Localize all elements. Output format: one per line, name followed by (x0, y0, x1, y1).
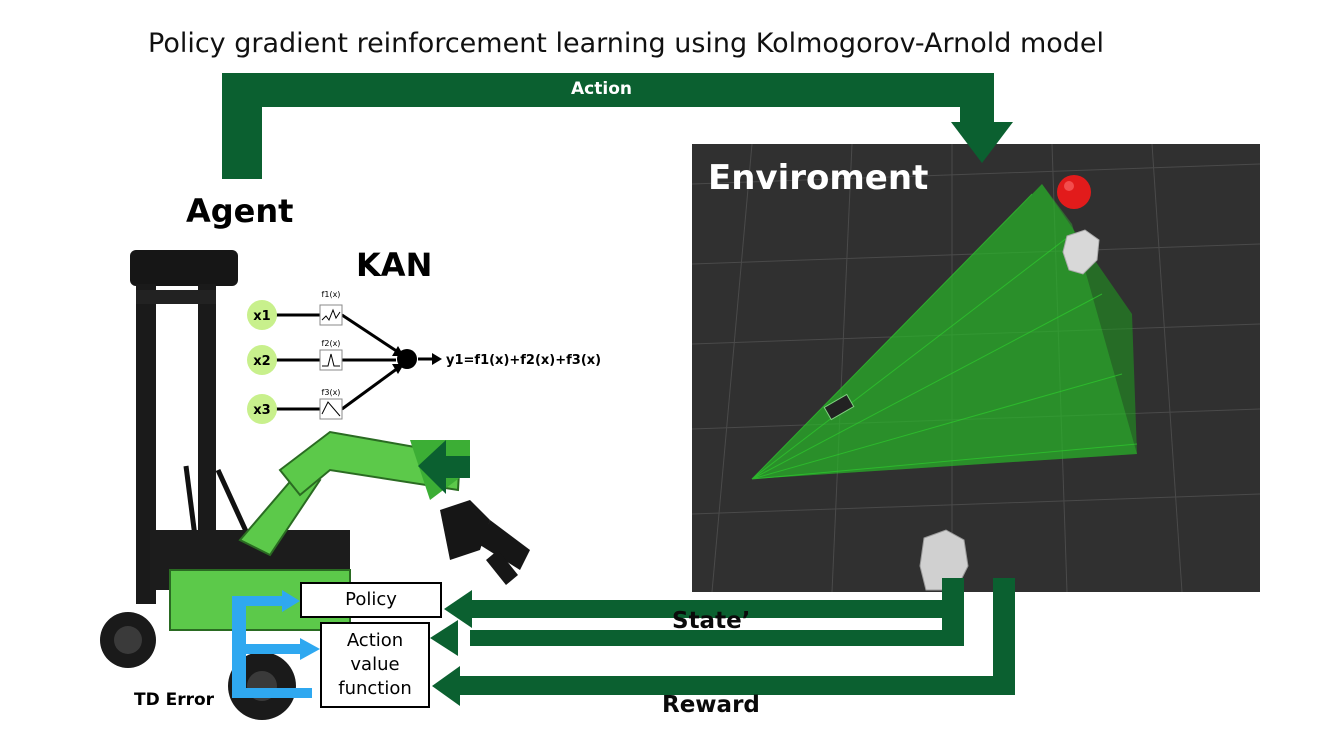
diagram-title: Policy gradient reinforcement learning u… (148, 28, 1105, 59)
action-arrow-label: Action (571, 79, 632, 99)
target-ball-highlight (1064, 181, 1074, 191)
policy-box: Policy (300, 582, 442, 618)
state-arrow (430, 578, 964, 656)
kan-network: x1 x2 x3 f1(x) f2(x) f3(x) y1=f1(x)+f2(x… (247, 290, 601, 424)
kan-input-x2: x2 (253, 354, 270, 369)
td-error-label: TD Error (134, 690, 215, 710)
reward-arrow (432, 578, 1015, 706)
scan-rays (751, 193, 1138, 480)
kan-function-f2: f2(x) (322, 339, 341, 348)
td-error-arrows (232, 590, 320, 698)
kan-input-x3: x3 (253, 403, 270, 418)
environment-label: Enviroment (708, 158, 929, 198)
action-arrow (222, 73, 1013, 179)
environment-scene (692, 144, 1260, 592)
state-arrow-label: State’ (672, 608, 751, 634)
robot-marker (823, 393, 855, 421)
agent-label: Agent (186, 192, 294, 230)
kan-output: y1=f1(x)+f2(x)+f3(x) (446, 353, 601, 368)
reward-arrow-label: Reward (662, 692, 760, 718)
rock-obstacle (1062, 229, 1100, 275)
kan-function-f1: f1(x) (322, 290, 341, 299)
action-value-function-box: Action value function (320, 622, 430, 708)
arm-direction-arrow (418, 440, 470, 494)
kan-function-f3: f3(x) (322, 388, 341, 397)
kan-input-x1: x1 (253, 309, 270, 324)
kan-label: KAN (356, 246, 433, 284)
environment-panel (692, 144, 1260, 592)
